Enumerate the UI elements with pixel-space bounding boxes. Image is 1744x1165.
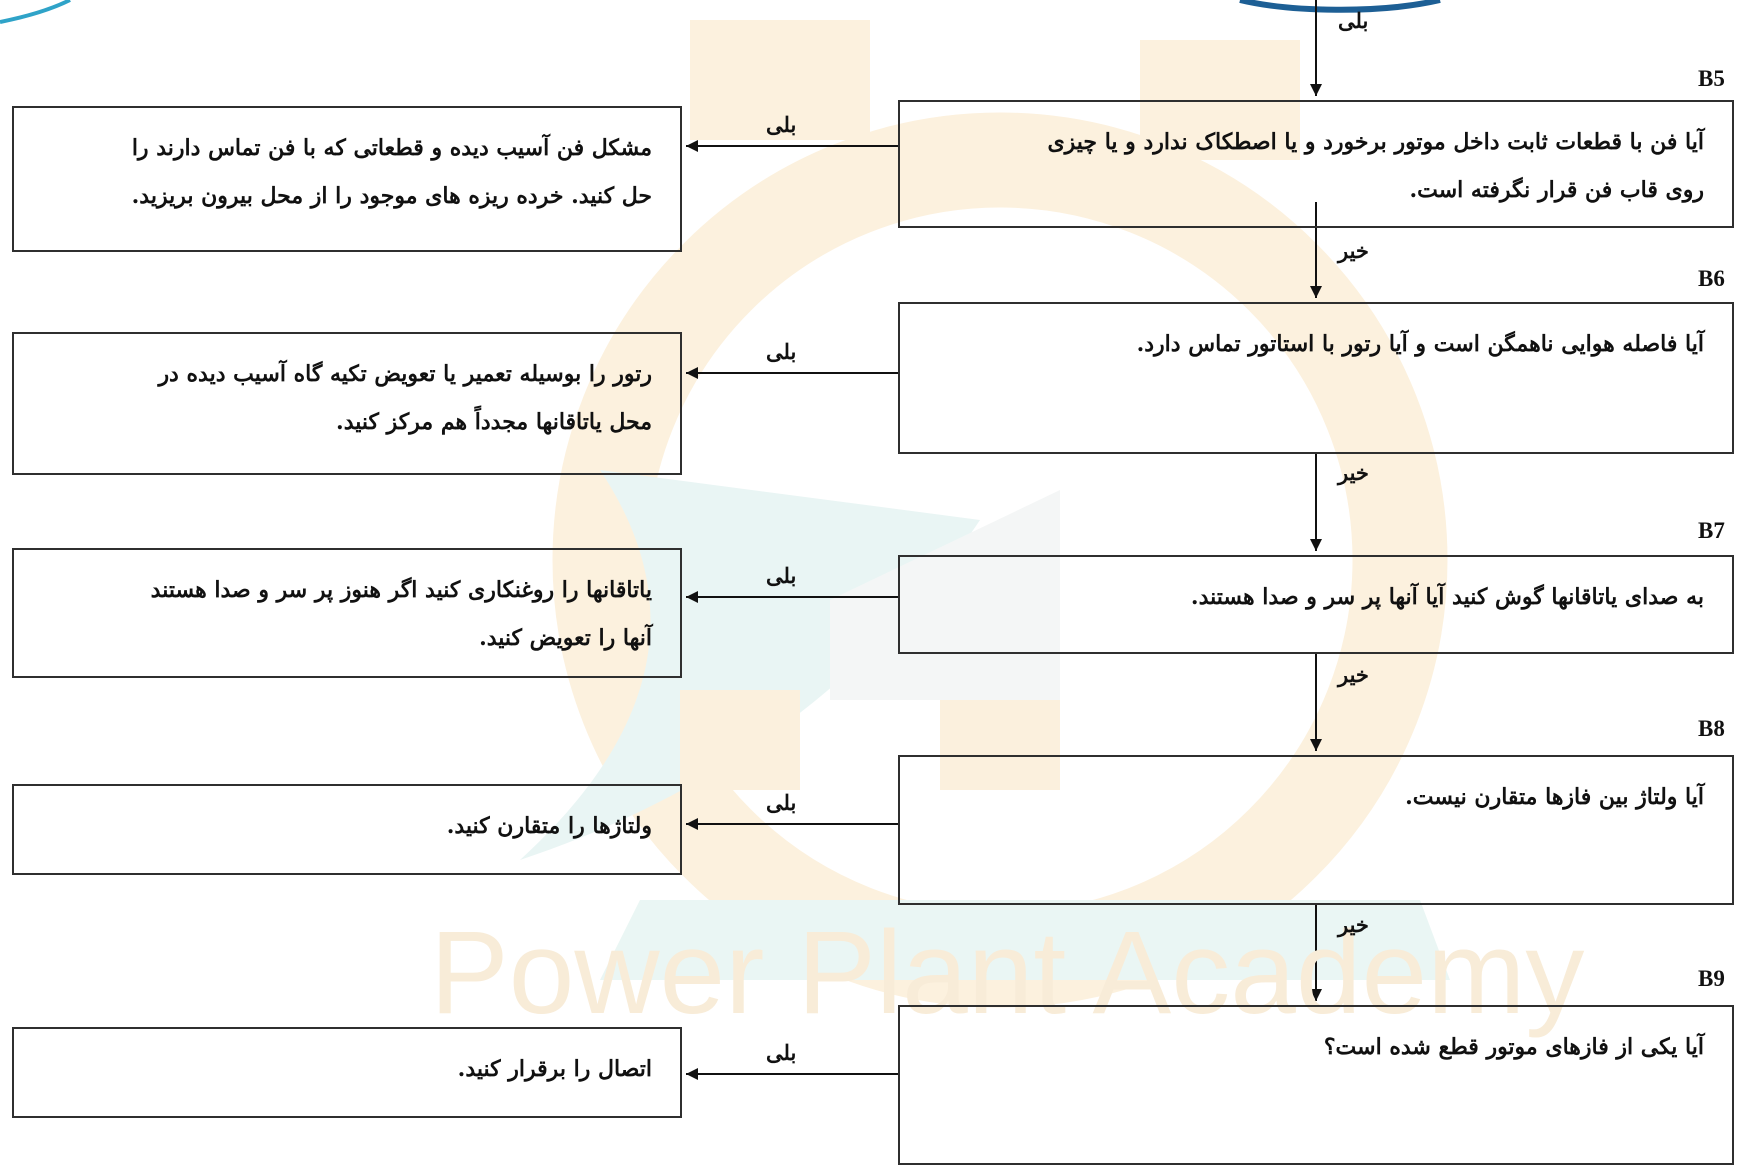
yes-label-b6: بلی	[766, 339, 797, 364]
action-b6-line-1: رتور را بوسیله تعمیر یا تعویض تکیه گاه آ…	[158, 361, 652, 387]
question-b9-line-1: آیا یکی از فازهای موتور قطع شده است؟	[1323, 1034, 1704, 1060]
watermark-logo	[520, 20, 1450, 1008]
no-label-b8: خیر	[1338, 912, 1369, 937]
yes-label-b7: بلی	[766, 563, 797, 588]
no-label-b5: خیر	[1338, 238, 1369, 263]
yes-label-b8: بلی	[766, 790, 797, 815]
yes-label-b5: بلی	[766, 112, 797, 137]
question-box-b9: آیا یکی از فازهای موتور قطع شده است؟	[898, 1005, 1734, 1165]
action-box-b9: اتصال را برقرار کنید.	[12, 1027, 682, 1118]
action-box-b6: رتور را بوسیله تعمیر یا تعویض تکیه گاه آ…	[12, 332, 682, 475]
action-b7-line-1: یاتاقانها را روغنکاری کنید اگر هنوز پر س…	[150, 577, 652, 603]
step-id-b5: B5	[1698, 66, 1725, 91]
action-b5-line-1: مشکل فن آسیب دیده و قطعاتی که با فن تماس…	[131, 135, 652, 161]
action-b5-line-2: حل کنید. خرده ریزه های موجود را از محل ب…	[131, 183, 652, 209]
action-box-b5: مشکل فن آسیب دیده و قطعاتی که با فن تماس…	[12, 106, 682, 252]
question-b6-line-1: آیا فاصله هوایی ناهمگن است و آیا رتور با…	[1136, 331, 1704, 357]
no-label-b7: خیر	[1338, 662, 1369, 687]
step-id-b6: B6	[1698, 266, 1725, 291]
action-box-b7: یاتاقانها را روغنکاری کنید اگر هنوز پر س…	[12, 548, 682, 678]
action-box-b8: ولتاژها را متقارن کنید.	[12, 784, 682, 875]
no-label-b6: خیر	[1338, 460, 1369, 485]
yes-label-b9: بلی	[766, 1040, 797, 1065]
question-b5-line-1: آیا فن با قطعات ثابت داخل موتور برخورد و…	[1047, 129, 1704, 155]
action-b8-line-1: ولتاژها را متقارن کنید.	[446, 813, 652, 839]
action-b7-line-2: آنها را تعویض کنید.	[479, 625, 652, 651]
top-yes-label: بلی	[1338, 8, 1369, 33]
question-b7-line-1: به صدای یاتاقانها گوش کنید آیا آنها پر س…	[1190, 584, 1704, 610]
step-id-b8: B8	[1698, 716, 1725, 741]
action-b6-line-2: محل یاتاقانها مجدداً هم مرکز کنید.	[336, 409, 652, 435]
watermark-text: Power Plant Academy	[430, 907, 1585, 1039]
question-box-b8: آیا ولتاژ بین فازها متقارن نیست.	[898, 755, 1734, 905]
corner-decoration	[0, 0, 1441, 24]
step-id-b7: B7	[1698, 518, 1725, 543]
step-id-b9: B9	[1698, 966, 1725, 991]
question-b8-line-1: آیا ولتاژ بین فازها متقارن نیست.	[1405, 784, 1704, 810]
question-box-b5: آیا فن با قطعات ثابت داخل موتور برخورد و…	[898, 100, 1734, 228]
question-b5-line-2: روی قاب فن قرار نگرفته است.	[1409, 177, 1704, 203]
question-box-b6: آیا فاصله هوایی ناهمگن است و آیا رتور با…	[898, 302, 1734, 454]
question-box-b7: به صدای یاتاقانها گوش کنید آیا آنها پر س…	[898, 555, 1734, 654]
action-b9-line-1: اتصال را برقرار کنید.	[457, 1056, 652, 1082]
